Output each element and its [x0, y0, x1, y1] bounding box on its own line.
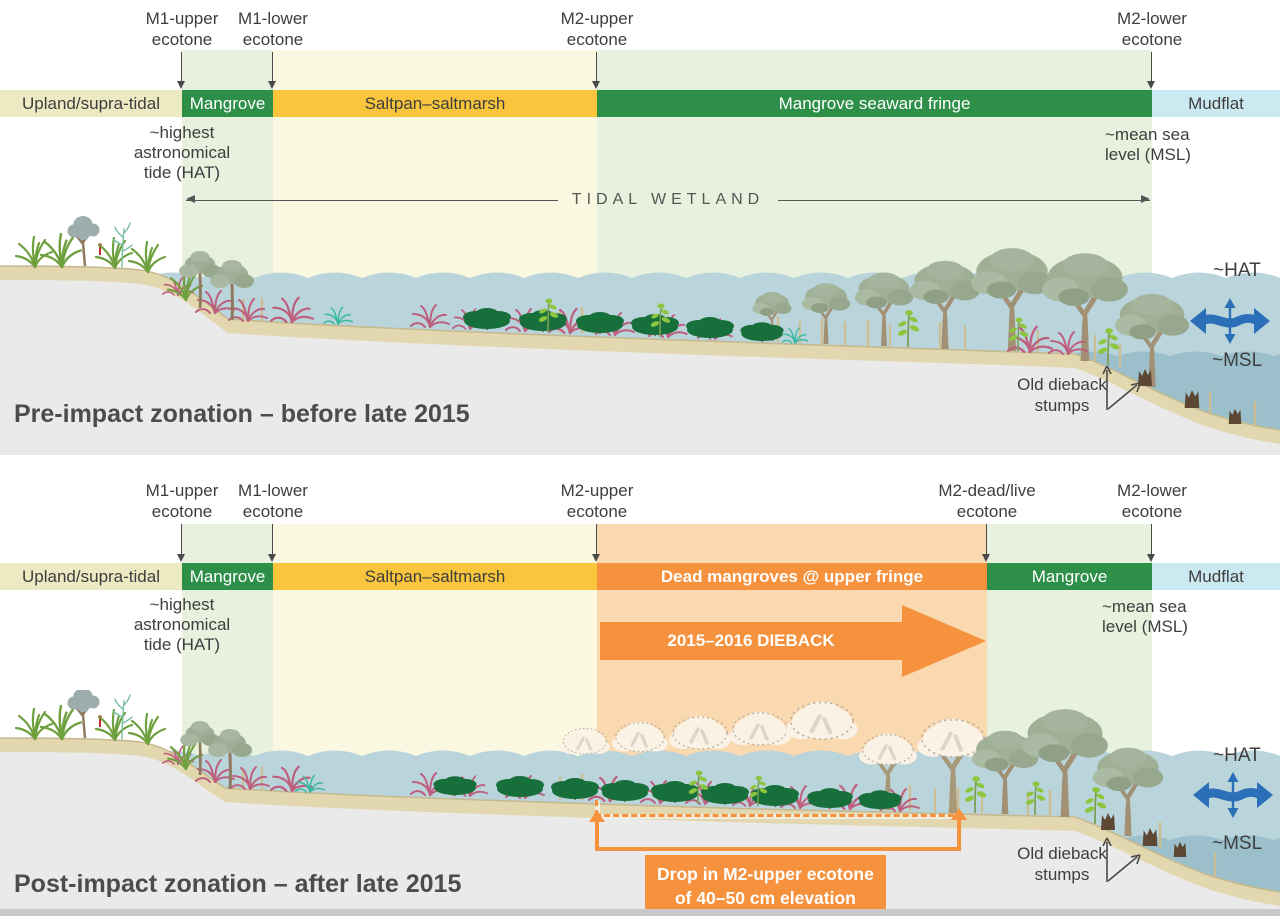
stumps-pointer-arrows — [1102, 837, 1141, 883]
marker-arrow — [181, 524, 182, 554]
zone-bar: Upland/supra-tidal Mangrove Saltpan–salt… — [0, 90, 1280, 117]
zone-upland: Upland/supra-tidal — [0, 563, 182, 590]
marker-m2-upper: M2-upper ecotone — [560, 481, 634, 521]
zone-dead-mangroves: Dead mangroves @ upper fringe — [597, 563, 987, 590]
zone-mudflat: Mudflat — [1152, 90, 1280, 117]
dead-canopies — [558, 701, 857, 756]
hat-short-label: ~HAT — [1213, 745, 1261, 766]
marker-m1-lower: M1-lower ecotone — [238, 481, 308, 521]
panel-pre-title: Pre-impact zonation – before late 2015 — [14, 400, 470, 428]
marker-arrowhead — [177, 81, 185, 89]
marker-m2-upper: M2-upper ecotone — [560, 9, 634, 49]
marker-arrowhead — [177, 554, 185, 562]
drop-bracket-shaft-right — [957, 820, 961, 851]
msl-short-label: ~MSL — [1212, 833, 1263, 854]
tidal-wetland-arrow-right — [778, 194, 1151, 203]
marker-m2-lower: M2-lower ecotone — [1117, 481, 1187, 521]
tidal-wetland-arrow-left — [186, 194, 558, 203]
dieback-arrow-label: 2015–2016 DIEBACK — [667, 631, 835, 650]
marker-arrow — [272, 524, 273, 554]
panel-post-impact: M1-upper ecotone M1-lower ecotone M2-upp… — [0, 458, 1280, 916]
drop-bracket-arrowhead-right — [951, 808, 967, 820]
stumps-pointer-arrows — [1102, 365, 1141, 411]
zone-live-mangrove: Mangrove — [987, 563, 1152, 590]
marker-m1-upper: M1-upper ecotone — [145, 9, 219, 49]
soil-edge — [0, 265, 1280, 431]
tide-range-icon — [1191, 770, 1275, 820]
hat-note: ~highest astronomical tide (HAT) — [133, 595, 231, 654]
marker-arrowhead — [592, 554, 600, 562]
drop-bracket-bar — [595, 847, 961, 851]
hat-short-label: ~HAT — [1213, 260, 1261, 281]
zone-saltpan: Saltpan–saltmarsh — [273, 90, 597, 117]
marker-arrow — [596, 524, 597, 554]
marker-arrow — [596, 52, 597, 81]
drop-bracket-shaft-left — [595, 822, 599, 851]
marker-m1-upper: M1-upper ecotone — [145, 481, 219, 521]
substrate — [0, 752, 1280, 916]
marker-arrowhead — [592, 81, 600, 89]
tidal-wetland-label: TIDAL WETLAND — [571, 191, 765, 208]
drop-dashed-riser — [595, 800, 600, 816]
zone-mangrove-upper: Mangrove — [182, 90, 273, 117]
drop-dashed-line — [595, 814, 963, 819]
marker-m2-dead-live: M2-dead/live ecotone — [938, 481, 1036, 521]
dieback-arrow-head — [902, 605, 986, 677]
marker-arrowhead — [268, 81, 276, 89]
marker-m1-lower: M1-lower ecotone — [238, 9, 308, 49]
hat-note: ~highest astronomical tide (HAT) — [133, 123, 231, 182]
soil-edge — [0, 737, 1280, 893]
zone-seaward-fringe: Mangrove seaward fringe — [597, 90, 1152, 117]
zone-saltpan: Saltpan–saltmarsh — [273, 563, 597, 590]
pre-impact-illustration — [0, 215, 1280, 455]
marker-arrow — [181, 52, 182, 81]
marker-arrow — [272, 52, 273, 81]
stumps-note: Old dieback stumps — [1017, 375, 1107, 415]
msl-note: ~mean sea level (MSL) — [1102, 597, 1188, 636]
marker-arrow — [1151, 52, 1152, 81]
dieback-arrow-body: 2015–2016 DIEBACK — [600, 622, 902, 660]
zone-mangrove-upper: Mangrove — [182, 563, 273, 590]
zone-upland: Upland/supra-tidal — [0, 90, 182, 117]
marker-m2-lower: M2-lower ecotone — [1117, 9, 1187, 49]
marker-arrow — [1151, 524, 1152, 554]
zone-mudflat: Mudflat — [1152, 563, 1280, 590]
msl-short-label: ~MSL — [1212, 350, 1263, 371]
marker-arrowhead — [1147, 554, 1155, 562]
marker-arrow — [986, 524, 987, 554]
tidal-wetland-extent: TIDAL WETLAND — [186, 191, 1151, 208]
tide-range-icon — [1188, 296, 1272, 346]
drop-bracket-arrowhead-left — [589, 810, 605, 822]
bottom-edge-strip — [0, 909, 1280, 916]
marker-arrowhead — [268, 554, 276, 562]
marker-arrowhead — [1147, 81, 1155, 89]
marker-arrowhead — [982, 554, 990, 562]
substrate — [0, 280, 1280, 455]
panel-pre-impact: M1-upper ecotone M1-lower ecotone M2-upp… — [0, 0, 1280, 455]
panel-post-title: Post-impact zonation – after late 2015 — [14, 870, 462, 898]
stumps-note: Old dieback stumps — [1017, 844, 1107, 884]
msl-note: ~mean sea level (MSL) — [1105, 125, 1191, 164]
zone-bar: Upland/supra-tidal Mangrove Saltpan–salt… — [0, 563, 1280, 590]
drop-note-box: Drop in M2-upper ecotone of 40–50 cm ele… — [645, 855, 886, 916]
post-impact-illustration — [0, 690, 1280, 916]
